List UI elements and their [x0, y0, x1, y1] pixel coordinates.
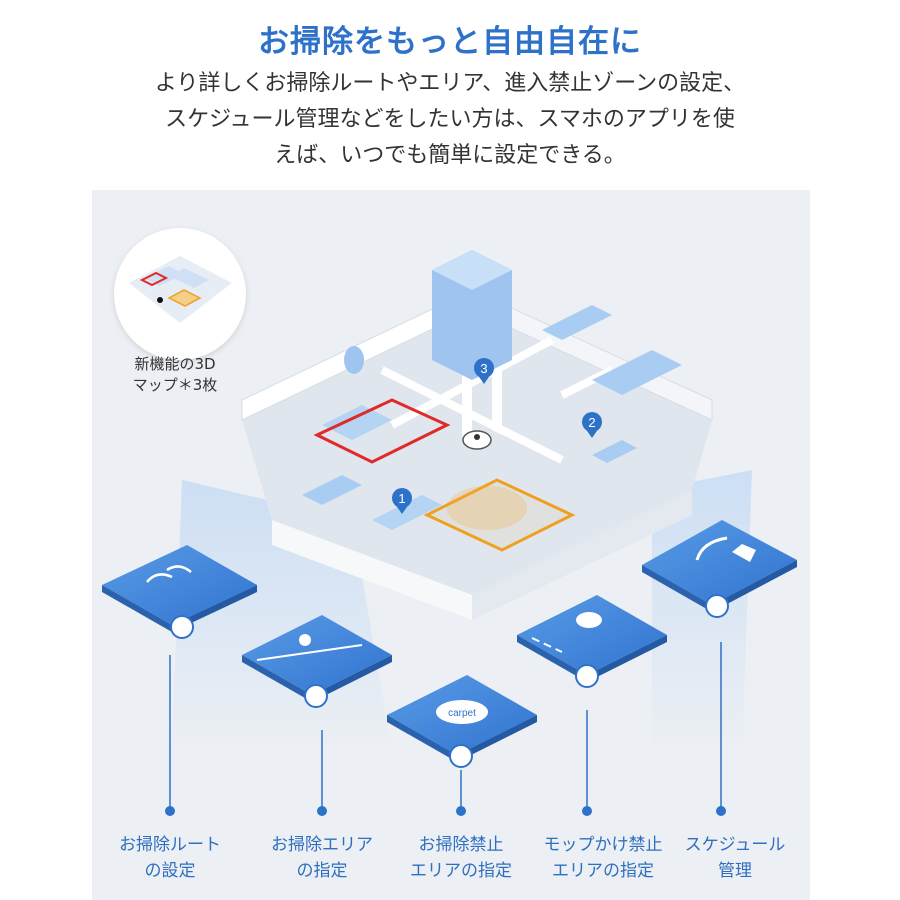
bed [592, 350, 682, 395]
inset-caption-line: 新機能の3D [134, 355, 216, 373]
mini-map-icon [129, 256, 232, 323]
feature-label-line: お掃除ルート [119, 835, 221, 855]
feature-tile-carpet[interactable]: carpet [387, 675, 537, 768]
map-marker-3[interactable]: 3 [474, 358, 494, 384]
robot-badge-icon [705, 594, 729, 618]
headline: お掃除をもっと自由自在に [258, 24, 642, 60]
feature-tile-schedule[interactable] [642, 520, 797, 618]
tv-stand [372, 495, 442, 530]
dining-table [322, 405, 392, 440]
route-icon [146, 565, 192, 583]
outer-wall [472, 490, 692, 620]
feature-label-line: お掃除禁止 [418, 835, 504, 855]
map-marker-2[interactable]: 2 [582, 412, 602, 438]
description: より詳しくお掃除ルートやエリア、進入禁止ゾーンの設定、 スケジュール管理などをし… [60, 66, 840, 174]
mop-cloud-icon [576, 612, 602, 628]
description-line: スケジュール管理などをしたい方は、スマホのアプリを使 [165, 107, 735, 132]
robot-badge-icon [449, 744, 473, 768]
feature-tile-mop[interactable] [517, 595, 667, 688]
feature-label-line: の指定 [296, 861, 348, 881]
robot-badge-icon [575, 664, 599, 688]
feature-label-line: モップかけ禁止 [543, 835, 663, 855]
outer-wall [272, 520, 472, 620]
robot-badge-icon [170, 615, 194, 639]
feature-label-area: お掃除エリア の指定 [247, 832, 397, 884]
area-line [256, 644, 363, 661]
swipe-arrow-icon [695, 536, 728, 561]
area-pin-icon [299, 634, 311, 646]
illustration-panel: 1 2 3 [92, 190, 810, 900]
robot-badge-icon [304, 684, 328, 708]
map-marker-label: 3 [480, 361, 487, 376]
plant [344, 346, 364, 374]
feature-label-line: の設定 [144, 861, 196, 881]
map-marker-label: 2 [588, 415, 595, 430]
carpet-icon [436, 700, 488, 724]
cleaning-area [423, 478, 576, 552]
no-go-zone [313, 398, 451, 464]
feature-label-no-mop: モップかけ禁止 エリアの指定 [528, 832, 678, 884]
isometric-map-illustration: 1 2 3 [102, 250, 797, 816]
inset-caption-line: マップ＊3枚 [132, 376, 218, 394]
inset-caption: 新機能の3D マップ＊3枚 [100, 354, 250, 396]
map-marker-1[interactable]: 1 [392, 488, 412, 514]
swipe-hand-icon [732, 544, 756, 562]
description-line: より詳しくお掃除ルートやエリア、進入禁止ゾーンの設定、 [154, 71, 746, 96]
robot-lidar [474, 434, 480, 440]
connector-dot [716, 806, 726, 816]
armchair [592, 440, 637, 463]
feature-tile-route[interactable] [102, 545, 257, 639]
feature-label-no-go: お掃除禁止 エリアの指定 [386, 832, 536, 884]
map-marker-label: 1 [398, 491, 405, 506]
feature-label-line: エリアの指定 [410, 861, 512, 881]
sofa [302, 475, 362, 505]
feature-label-line: エリアの指定 [552, 861, 654, 881]
feature-tile-area[interactable] [242, 615, 392, 708]
wardrobe [432, 250, 512, 380]
connector-dot [582, 806, 592, 816]
feature-label-line: 管理 [718, 861, 752, 881]
3d-map-thumbnail[interactable] [114, 228, 246, 360]
connector-dot [456, 806, 466, 816]
wardrobe [432, 250, 512, 290]
feature-label-line: お掃除エリア [271, 835, 373, 855]
sofa [542, 305, 612, 340]
connector-dot [317, 806, 327, 816]
feature-label-schedule: スケジュール 管理 [660, 832, 810, 884]
feature-label-line: スケジュール [684, 835, 786, 855]
carpet-tile-text: carpet [448, 708, 476, 719]
carpet-area [447, 486, 527, 530]
connector-dot [165, 806, 175, 816]
description-line: えば、いつでも簡単に設定できる。 [274, 143, 626, 168]
feature-label-route: お掃除ルート の設定 [95, 832, 245, 884]
boundary-line [531, 637, 563, 653]
